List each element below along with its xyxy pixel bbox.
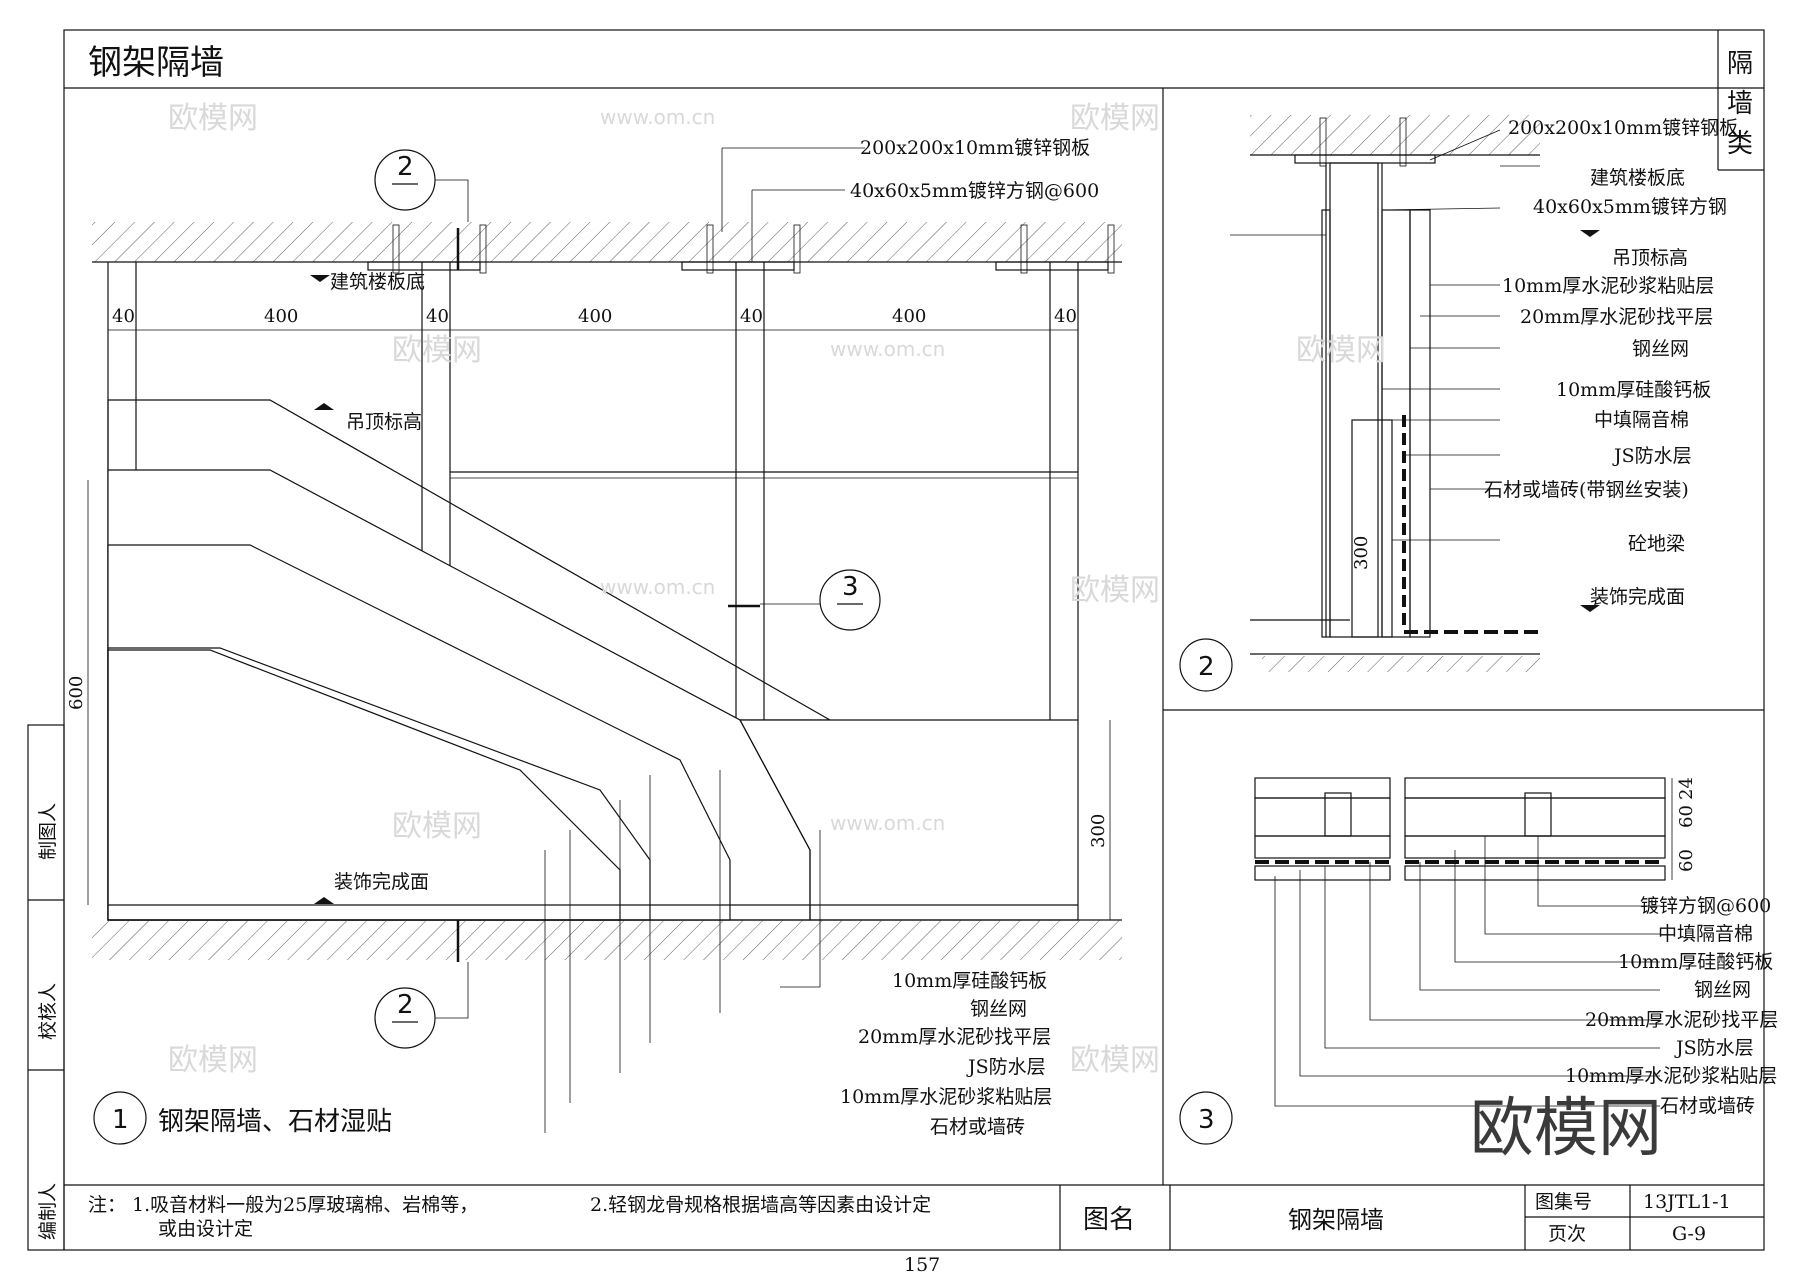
name-label: 图名 (1083, 1205, 1135, 1235)
d1-callout-2-bottom: 2 (397, 990, 414, 1020)
watermark-url: www.om.cn (830, 811, 945, 835)
watermark-url: www.om.cn (600, 105, 715, 129)
d1-base-dim: 300 (1088, 814, 1109, 848)
category-char-2: 墙 (1727, 89, 1753, 119)
d3-dim-3: 60 (1676, 849, 1697, 872)
atlas-value: 13JTL1-1 (1643, 1191, 1731, 1213)
detail-2-section (1179, 115, 1600, 692)
role-checker: 校核人 (37, 983, 59, 1040)
category-char-3: 类 (1727, 129, 1753, 159)
d3-label-board: 10mm厚硅酸钙板 (1618, 951, 1773, 973)
watermark-brand: 欧模网 (392, 809, 482, 844)
d1-callout-2-top: 2 (397, 152, 414, 182)
d1-label-tube: 40x60x5mm镀锌方钢@600 (850, 180, 1099, 202)
d1-dim-1: 40 (112, 306, 135, 327)
watermark-brand-large: 欧模网 (1470, 1092, 1662, 1166)
d3-label-tube: 镀锌方钢@600 (1640, 895, 1771, 917)
d1-dim-6: 400 (892, 306, 926, 327)
d1-label-slab-bottom: 建筑楼板底 (330, 271, 425, 293)
d3-dim-2: 60 (1676, 805, 1697, 828)
detail-3-labels: 镀锌方钢@600 中填隔音棉 10mm厚硅酸钙板 钢丝网 20mm厚水泥砂找平层… (1198, 777, 1778, 1135)
note-1-line-1: 1.吸音材料一般为25厚玻璃棉、岩棉等， (132, 1194, 478, 1216)
d2-label-wool: 中填隔音棉 (1594, 409, 1689, 431)
detail-2-labels: 200x200x10mm镀锌钢板 建筑楼板底 40x60x5mm镀锌方钢 吊顶标… (1198, 117, 1738, 682)
d2-label-board: 10mm厚硅酸钙板 (1556, 379, 1711, 401)
page-value: G-9 (1672, 1223, 1706, 1245)
detail-1-section (87, 147, 1122, 1145)
watermark-brand: 欧模网 (168, 101, 258, 136)
d1-dim-5: 40 (740, 306, 763, 327)
d1-label-mortar10: 10mm厚水泥砂浆粘贴层 (840, 1086, 1052, 1108)
d1-height-dim: 600 (66, 676, 87, 710)
d2-dim: 300 (1351, 536, 1372, 570)
d3-label-js: JS防水层 (1674, 1037, 1754, 1059)
sheet-frame (27, 29, 1765, 1251)
sheet-title: 钢架隔墙 (88, 43, 224, 83)
page-label: 页次 (1548, 1223, 1586, 1245)
atlas-label: 图集号 (1535, 1191, 1592, 1213)
d1-label-finish: 装饰完成面 (334, 871, 429, 893)
watermarks: 欧模网 www.om.cn 欧模网 欧模网 www.om.cn 欧模网 欧模网 … (168, 101, 1662, 1166)
d1-label-plate: 200x200x10mm镀锌钢板 (860, 137, 1090, 159)
d1-dim-4: 400 (578, 306, 612, 327)
d3-number: 3 (1198, 1105, 1215, 1135)
d1-label-mesh: 钢丝网 (970, 998, 1027, 1020)
d1-label-screed20: 20mm厚水泥砂找平层 (858, 1026, 1051, 1048)
d1-caption: 钢架隔墙、石材湿贴 (158, 1107, 392, 1137)
d1-dim-3: 40 (426, 306, 449, 327)
d3-label-wool: 中填隔音棉 (1658, 923, 1753, 945)
d1-label-board: 10mm厚硅酸钙板 (892, 970, 1047, 992)
d1-dim-7: 40 (1054, 306, 1077, 327)
d1-label-stone: 石材或墙砖 (930, 1116, 1025, 1138)
d2-label-plate: 200x200x10mm镀锌钢板 (1508, 117, 1738, 139)
role-drawer: 制图人 (37, 803, 59, 860)
name-value: 钢架隔墙 (1288, 1206, 1384, 1234)
watermark-url: www.om.cn (600, 575, 715, 599)
d2-label-screed20: 20mm厚水泥砂找平层 (1520, 306, 1713, 328)
d2-label-tube: 40x60x5mm镀锌方钢 (1533, 196, 1727, 218)
d1-callout-3: 3 (842, 572, 859, 602)
d2-label-beam: 砼地梁 (1628, 533, 1685, 555)
watermark-brand: 欧模网 (1070, 101, 1160, 136)
d3-dim-1: 24 (1676, 777, 1697, 800)
watermark-url: www.om.cn (830, 337, 945, 361)
d1-number: 1 (112, 1105, 129, 1135)
d2-label-finish: 装饰完成面 (1590, 586, 1685, 608)
role-editor: 编制人 (37, 1183, 59, 1240)
d3-label-mortar10: 10mm厚水泥砂浆粘贴层 (1565, 1065, 1777, 1087)
d1-label-ceiling: 吊顶标高 (346, 411, 422, 433)
watermark-brand: 欧模网 (392, 333, 482, 368)
d2-label-mesh: 钢丝网 (1632, 338, 1689, 360)
note-1-line-2: 或由设计定 (158, 1218, 253, 1240)
d3-label-mesh: 钢丝网 (1694, 979, 1751, 1001)
notes-prefix: 注： (88, 1194, 126, 1216)
note-2: 2.轻钢龙骨规格根据墙高等因素由设计定 (590, 1194, 931, 1216)
watermark-brand: 欧模网 (1070, 573, 1160, 608)
d1-dim-2: 400 (264, 306, 298, 327)
d2-label-ceiling: 吊顶标高 (1612, 247, 1688, 269)
d3-label-screed20: 20mm厚水泥砂找平层 (1585, 1009, 1778, 1031)
d2-label-mortar10: 10mm厚水泥砂浆粘贴层 (1502, 275, 1714, 297)
watermark-brand: 欧模网 (168, 1043, 258, 1078)
d2-number: 2 (1198, 652, 1215, 682)
d2-label-js: JS防水层 (1612, 445, 1692, 467)
d2-label-slab-bottom: 建筑楼板底 (1590, 167, 1685, 189)
d2-label-stone: 石材或墙砖(带钢丝安装) (1484, 479, 1689, 501)
d1-label-js: JS防水层 (966, 1056, 1046, 1078)
page-number: 157 (904, 1254, 940, 1273)
detail-3-section (1179, 777, 1673, 1145)
watermark-brand: 欧模网 (1296, 333, 1386, 368)
category-char-1: 隔 (1727, 49, 1753, 79)
watermark-brand: 欧模网 (1070, 1043, 1160, 1078)
d3-label-stone: 石材或墙砖 (1660, 1095, 1755, 1117)
